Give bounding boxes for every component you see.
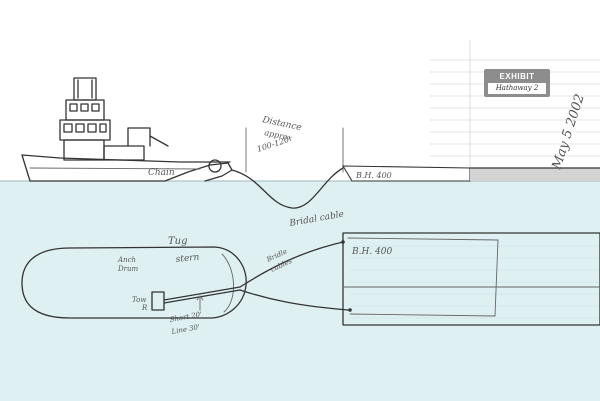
barge-plan [342,232,600,326]
bh400-plan-label: B.H. 400 [351,247,392,257]
barge-profile [342,165,600,182]
tow-label: Tow [132,296,146,304]
tow-r-label: R [141,304,148,312]
paper-ruling-water [350,245,600,319]
tug-plan [21,246,247,319]
bh400-profile-label: B.H. 400 [355,171,392,180]
drum-label: Drum [117,265,138,273]
bridle-cables-plan [239,240,352,312]
bridal-cable-profile [231,167,344,209]
anch-label: Anch [117,256,136,264]
tug-label: Tug [168,236,188,247]
chain-label: Chain [148,168,175,178]
exhibit-stamp: EXHIBIT Hathaway 2 [484,69,550,97]
short-line-plan [163,286,241,301]
water-area [0,181,600,401]
exhibit-title: EXHIBIT [499,72,535,81]
exhibit-number: Hathaway 2 [495,84,539,92]
stern-label: stern [175,253,200,265]
tugboat-profile [21,77,233,182]
distance-bracket [245,127,344,173]
